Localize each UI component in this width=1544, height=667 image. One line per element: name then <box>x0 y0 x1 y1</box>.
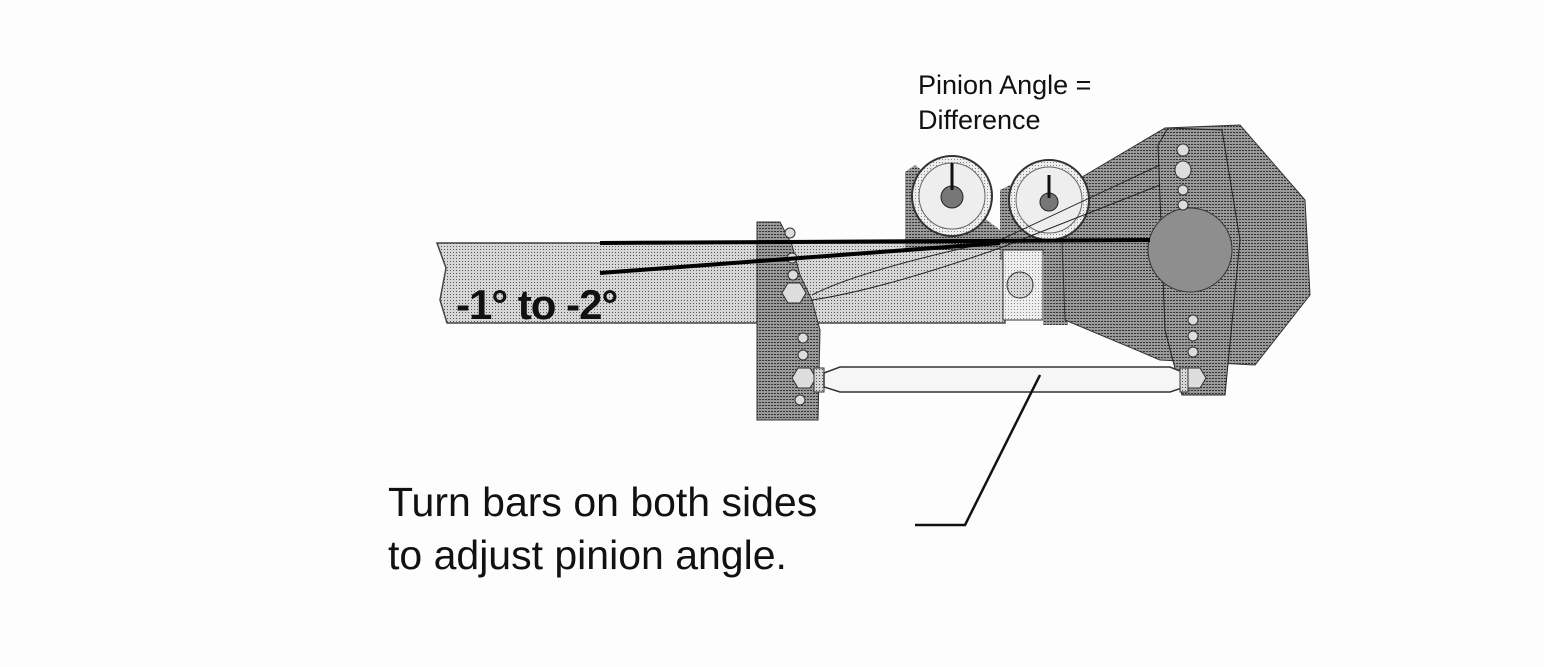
angle-gauge-right <box>1008 159 1090 241</box>
instruction-label-line2: to adjust pinion angle. <box>388 532 787 578</box>
driveshaft-angle-line <box>599 241 1001 275</box>
pinion-angle-label-line2: Difference <box>918 105 1041 135</box>
instruction-label: Turn bars on both sides <box>388 479 818 525</box>
pinion-angle-label: Pinion Angle = <box>918 70 1092 100</box>
adjustment-bar <box>813 366 1189 393</box>
angle-range-label: -1° to -2° <box>456 281 618 328</box>
plate-holes <box>1174 143 1207 389</box>
leader-line <box>915 374 1042 527</box>
pinion-angle-line <box>599 238 1151 245</box>
axle-tube <box>1147 207 1233 293</box>
angle-gauge-left <box>911 155 993 237</box>
bracket-holes <box>781 227 817 406</box>
u-joint-bearing <box>1006 271 1034 299</box>
